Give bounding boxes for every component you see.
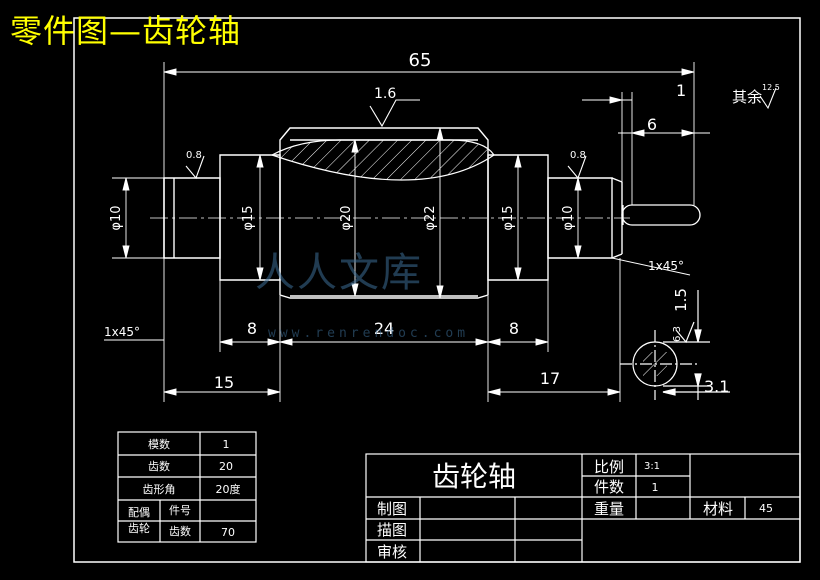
dim-section-31: 3.1 — [704, 377, 729, 396]
dim-dia15-right: φ15 — [501, 205, 516, 230]
drawn-label: 制图 — [377, 500, 407, 518]
roughness-text: 1.6 0.8 0.8 其余 12.5 — [186, 83, 780, 161]
dim-8-right: 8 — [509, 319, 519, 338]
gear-module-label: 模数 — [148, 438, 170, 451]
material-value: 45 — [759, 502, 773, 515]
dimension-lines — [104, 62, 710, 402]
title-block-grid — [365, 453, 801, 563]
gear-angle-label: 齿形角 — [143, 483, 176, 496]
mate-gear-label-b: 齿轮 — [128, 521, 150, 535]
dim-overall-length: 65 — [409, 50, 432, 71]
scale-label: 比例 — [594, 458, 624, 476]
dim-dia10-left: φ10 — [109, 205, 124, 230]
chamfer-left: 1x45° — [104, 325, 140, 339]
dim-dia20: φ20 — [339, 205, 354, 230]
dimension-text: 65 15 8 24 8 17 1x45° 1x45° 1 6 3.1 φ10 … — [104, 50, 729, 396]
dim-8-left: 8 — [247, 319, 257, 338]
dim-section-15: 1.5 — [672, 288, 690, 312]
gear-table-text: 模数 1 齿数 20 齿形角 20度 配偶 齿轮 件号 齿数 70 — [128, 438, 241, 539]
watermark-text: 人人文库 — [255, 250, 423, 296]
dim-15-left: 15 — [214, 373, 234, 392]
checked-label: 审核 — [377, 543, 407, 561]
dim-section-63: 6.3 — [672, 326, 683, 342]
page-title: 零件图—齿轮轴 — [10, 12, 242, 50]
roughness-top: 1.6 — [374, 86, 396, 102]
hatched-section — [270, 139, 495, 181]
roughness-rest-label: 其余 — [732, 88, 762, 106]
section-view — [620, 290, 730, 400]
part-name: 齿轮轴 — [432, 460, 516, 493]
dim-24: 24 — [374, 319, 394, 338]
dim-dia15-left: φ15 — [241, 205, 256, 230]
qty-label: 件数 — [594, 478, 624, 496]
dim-dia22: φ22 — [423, 205, 438, 230]
gear-teeth-label: 齿数 — [148, 460, 170, 473]
dim-keyway-6: 6 — [647, 115, 657, 134]
traced-label: 描图 — [377, 521, 407, 539]
qty-value: 1 — [652, 481, 659, 494]
gear-module-value: 1 — [223, 438, 230, 451]
title-block-text: 齿轮轴 比例 3:1 件数 1 重量 材料 45 制图 描图 审核 — [377, 458, 773, 561]
part-no-label: 件号 — [169, 504, 191, 517]
dim-keyway-1: 1 — [676, 81, 686, 100]
watermark-url: www.renrendoc.com — [268, 326, 470, 341]
keyway-view — [621, 204, 701, 226]
roughness-symbols — [185, 87, 777, 180]
gear-teeth-value: 20 — [219, 460, 233, 473]
chamfer-right: 1x45° — [648, 259, 684, 273]
roughness-right: 0.8 — [570, 150, 586, 161]
roughness-left: 0.8 — [186, 150, 202, 161]
mate-teeth-label: 齿数 — [169, 525, 191, 538]
scale-value: 3:1 — [644, 461, 660, 472]
material-label: 材料 — [703, 500, 733, 518]
gear-table-grid — [117, 431, 257, 543]
gear-angle-value: 20度 — [216, 482, 241, 496]
mate-teeth-value: 70 — [221, 526, 235, 539]
roughness-rest-value: 12.5 — [762, 83, 780, 92]
dim-17: 17 — [540, 369, 560, 388]
mate-gear-label-a: 配偶 — [128, 506, 150, 519]
dim-dia10-right: φ10 — [561, 205, 576, 230]
weight-label: 重量 — [594, 500, 624, 518]
